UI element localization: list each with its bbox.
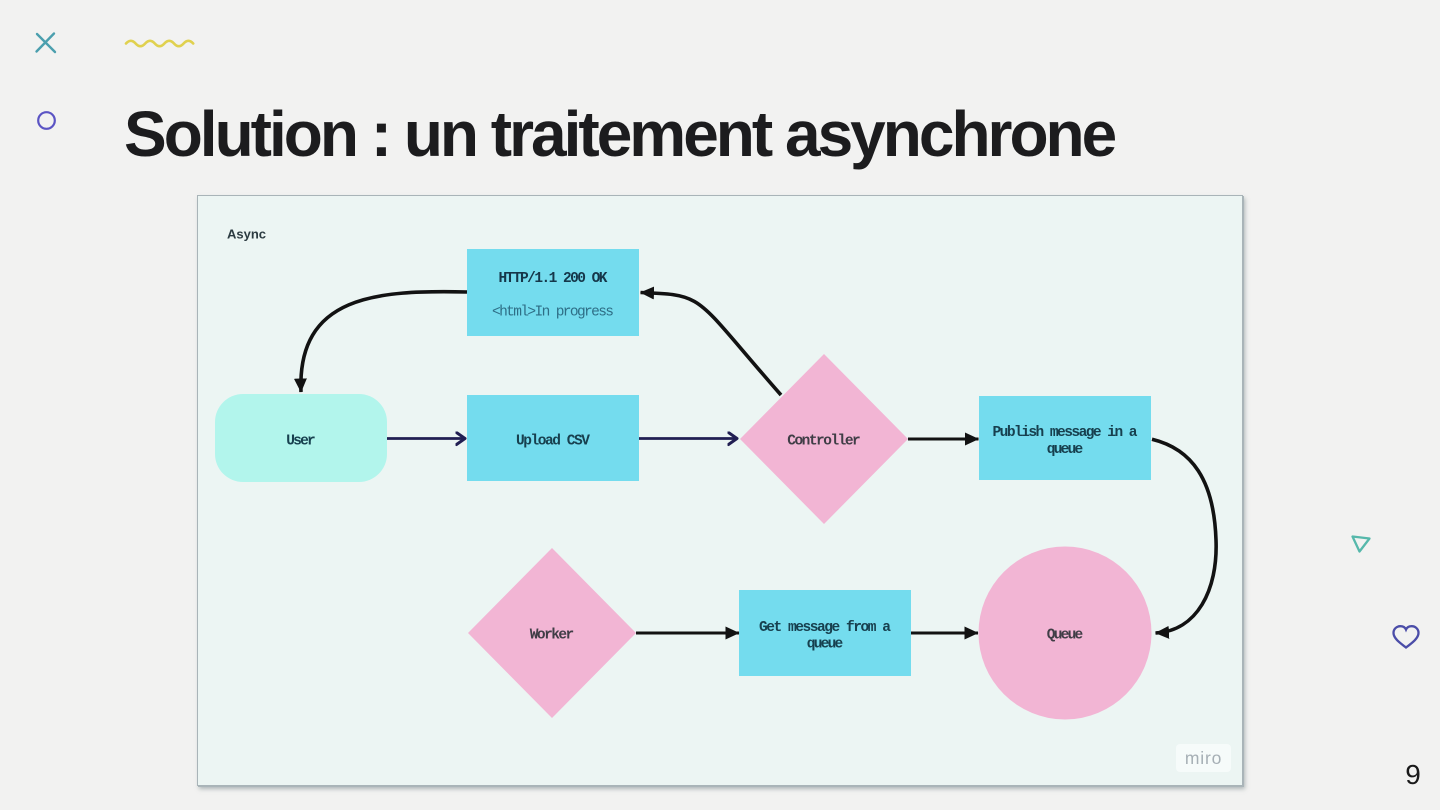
svg-text:Upload CSV: Upload CSV [516, 434, 590, 450]
svg-text:Async: Async [227, 227, 266, 242]
svg-text:miro: miro [1185, 748, 1222, 768]
svg-text:Queue: Queue [1047, 628, 1084, 644]
svg-text:Worker: Worker [530, 628, 575, 644]
svg-text:Publish message in a: Publish message in a [993, 425, 1138, 441]
svg-text:User: User [286, 434, 316, 450]
svg-text:queue: queue [1047, 442, 1084, 458]
svg-text:Get message from a: Get message from a [759, 620, 891, 636]
svg-text:HTTP/1.1 200 OK: HTTP/1.1 200 OK [499, 271, 608, 287]
svg-text:Controller: Controller [787, 434, 861, 450]
svg-text:queue: queue [807, 637, 844, 653]
svg-text:<html>In progress: <html>In progress [492, 305, 614, 321]
